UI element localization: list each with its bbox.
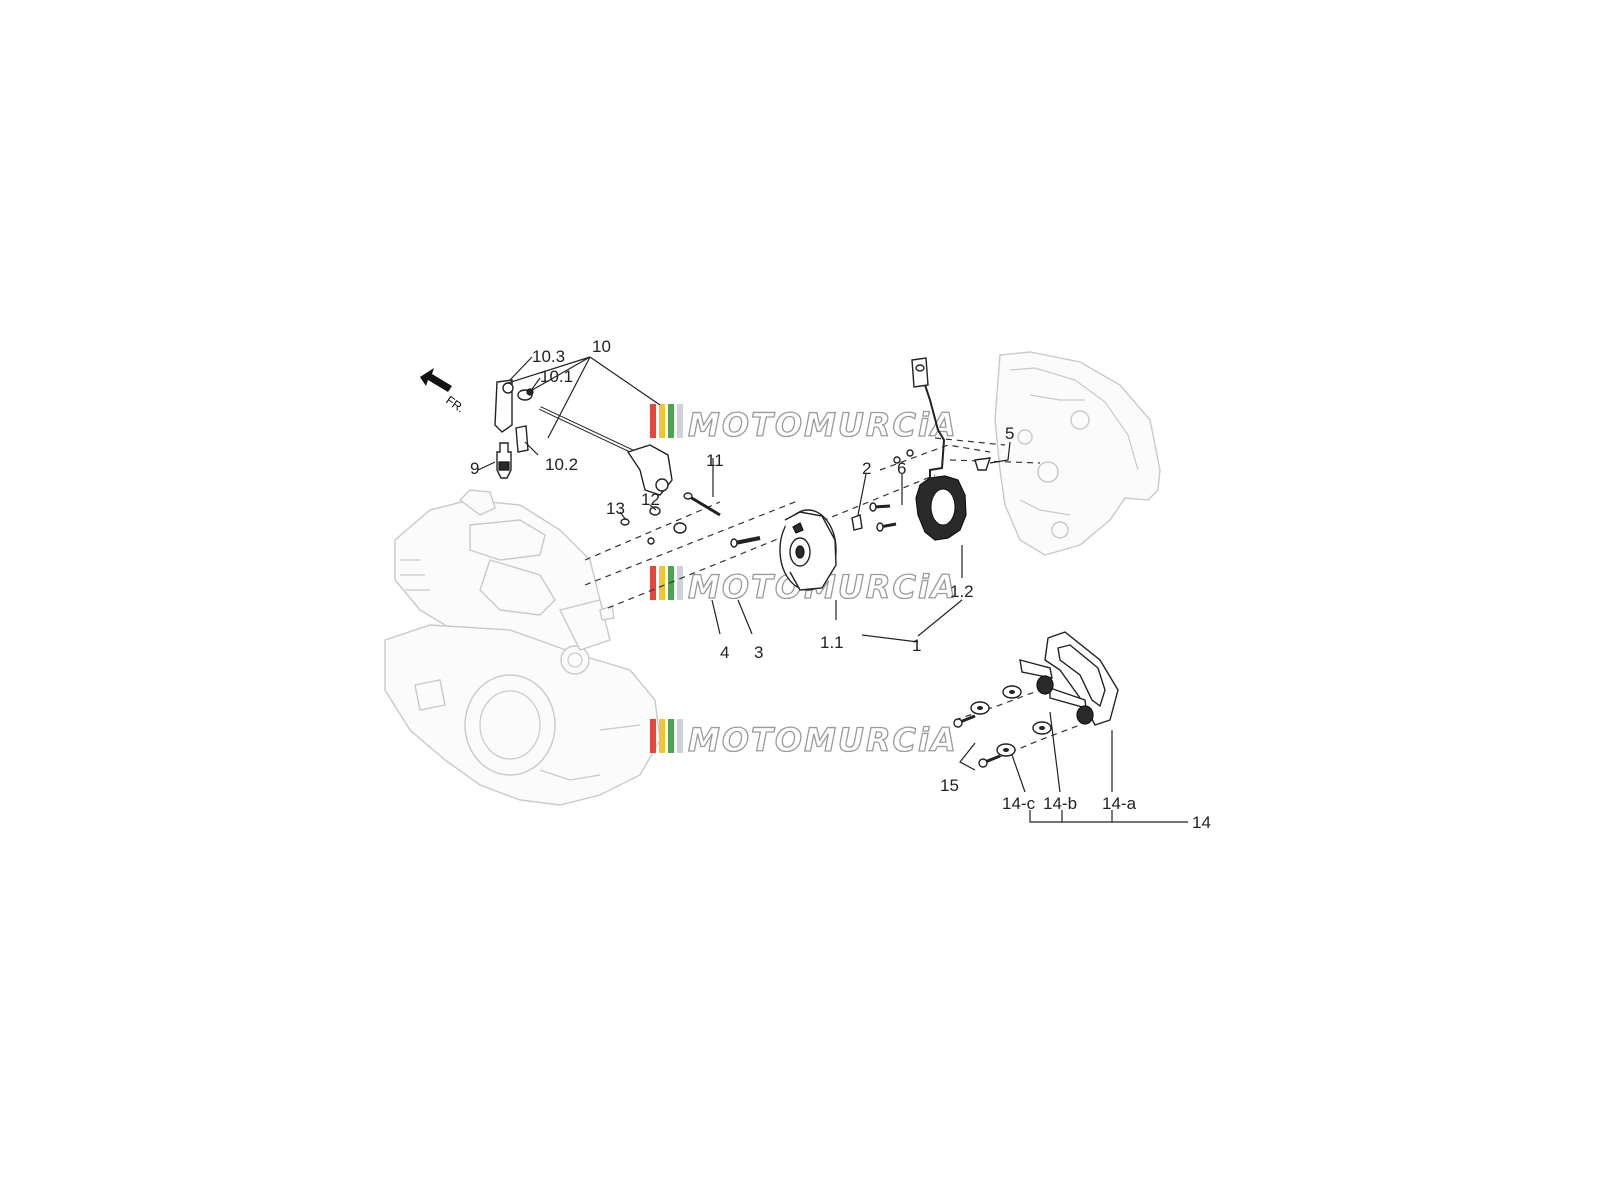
spark-plug — [496, 442, 512, 479]
callout-1: 1 — [912, 636, 921, 655]
callout-13: 13 — [606, 499, 625, 518]
callout-10: 10 — [592, 337, 611, 356]
front-direction-label: FR. — [443, 393, 467, 416]
callout-10-1: 10.1 — [540, 367, 573, 386]
callout-1-1: 1.1 — [820, 633, 844, 652]
leader-lines — [477, 356, 1188, 823]
stator-screws — [869, 449, 914, 532]
callout-12: 12 — [641, 490, 660, 509]
callout-14-c: 14-c — [1002, 794, 1036, 813]
spark-plug-cap — [494, 379, 514, 433]
watermark-bottom: MOTOMURCiA — [650, 719, 958, 760]
alternator-cover-ghost — [994, 351, 1161, 556]
flywheel-rotor — [779, 509, 837, 591]
callout-2: 2 — [862, 459, 871, 478]
callout-11: 11 — [706, 451, 724, 470]
callout-15: 15 — [940, 776, 959, 795]
bracket-washers — [970, 685, 1052, 757]
bolt-part — [683, 492, 721, 517]
watermark-text: MOTOMURCiA — [688, 721, 958, 759]
flywheel-bolt — [730, 536, 761, 548]
bracket-bolts — [953, 714, 1001, 768]
ignition-coil — [626, 444, 673, 496]
callout-10-3: 10.3 — [532, 347, 565, 366]
watermark-top: MOTOMURCiA — [650, 404, 958, 445]
woodruff-key-part — [851, 514, 863, 531]
callout-14: 14 — [1192, 813, 1211, 832]
callout-10-2: 10.2 — [545, 455, 578, 474]
washer-part — [647, 506, 687, 545]
o-ring-part — [620, 518, 630, 526]
callout-1-2: 1.2 — [950, 582, 974, 601]
ignition-cable — [539, 406, 641, 457]
callout-14-a: 14-a — [1102, 794, 1137, 813]
alignment-lines — [584, 437, 1081, 766]
grommet-part — [515, 425, 529, 453]
mounting-bracket — [1019, 631, 1119, 726]
callout-3: 3 — [754, 643, 763, 662]
callout-6: 6 — [897, 459, 906, 478]
callout-9: 9 — [470, 459, 479, 478]
callout-5: 5 — [1005, 424, 1014, 443]
stator-coil — [911, 357, 967, 541]
watermark-text: MOTOMURCiA — [688, 406, 958, 444]
callout-14-b: 14-b — [1043, 794, 1077, 813]
callout-4: 4 — [720, 643, 729, 662]
callout-labels: 10 10.3 10.1 10.2 9 11 12 13 2 6 5 1.2 1… — [470, 337, 1211, 832]
rubber-plug-part — [974, 457, 992, 471]
engine-block-ghost — [384, 489, 661, 806]
front-direction-arrow-icon: FR. — [420, 368, 467, 416]
